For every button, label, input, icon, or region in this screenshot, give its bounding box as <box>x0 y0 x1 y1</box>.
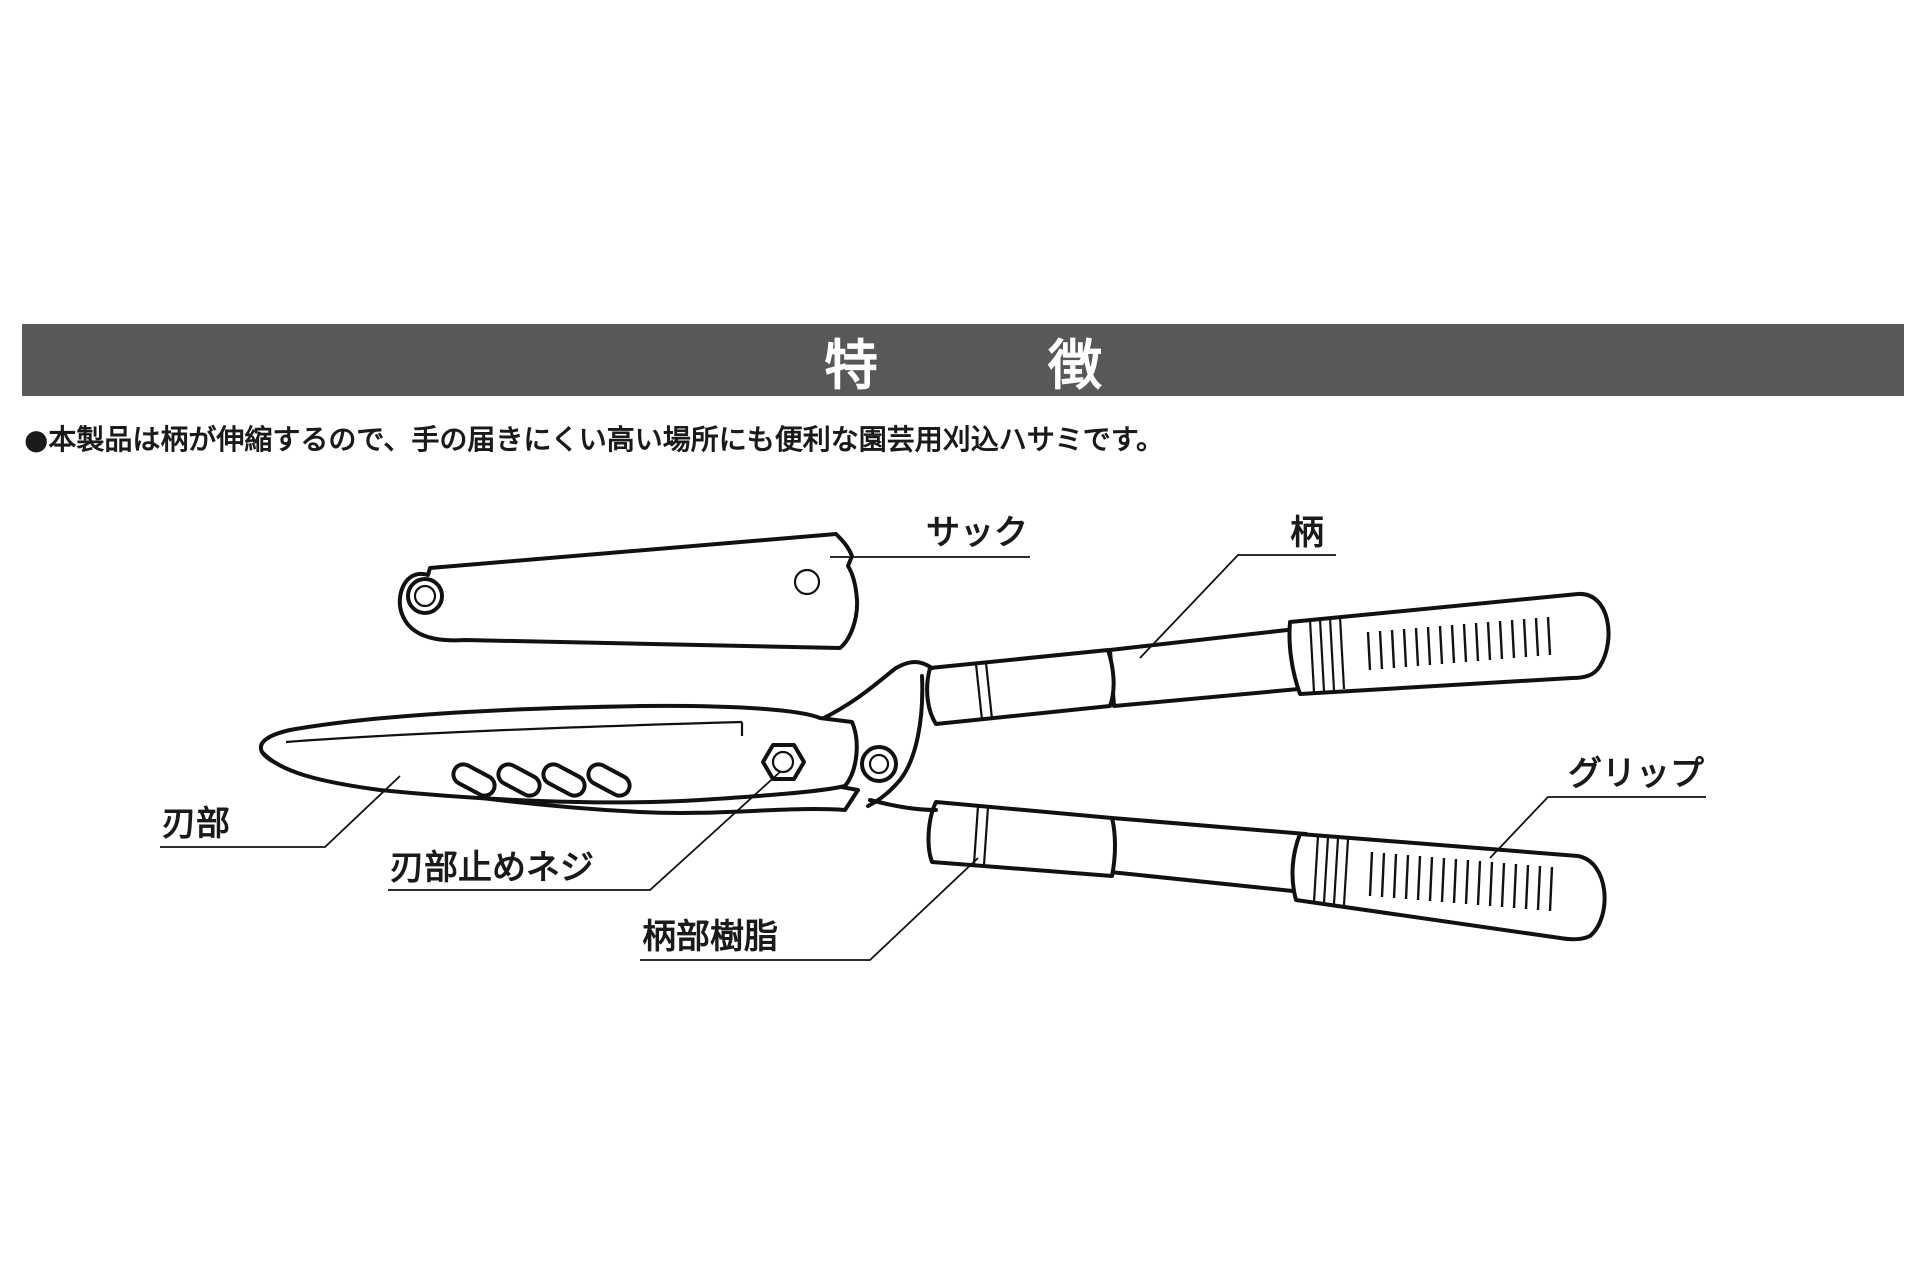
section-header-bar: 特 徴 <box>22 324 1904 397</box>
label-blade: 刃部 <box>162 804 230 844</box>
intro-text: ●本製品は柄が伸縮するので、手の届きにくい高い場所にも便利な園芸用刈込ハサミです… <box>24 423 1164 456</box>
leader-handle-resin <box>640 857 979 961</box>
blade-illustration <box>258 660 938 815</box>
upper-handle-illustration <box>925 591 1611 726</box>
label-sack: サック <box>926 513 1028 553</box>
label-grip: グリップ <box>1568 754 1704 794</box>
label-blade-screw: 刃部止めネジ <box>390 848 594 888</box>
leader-lines <box>160 554 1706 961</box>
label-handle: 柄 <box>1290 513 1324 553</box>
label-handle-resin: 柄部樹脂 <box>642 917 778 957</box>
lower-handle-illustration <box>926 800 1607 942</box>
leader-blade-screw <box>388 771 781 891</box>
leader-handle <box>1139 554 1336 659</box>
leader-grip <box>1489 796 1706 859</box>
sack-illustration <box>397 532 860 650</box>
leader-blade <box>160 775 401 848</box>
section-title: 特 徴 <box>824 333 1160 397</box>
